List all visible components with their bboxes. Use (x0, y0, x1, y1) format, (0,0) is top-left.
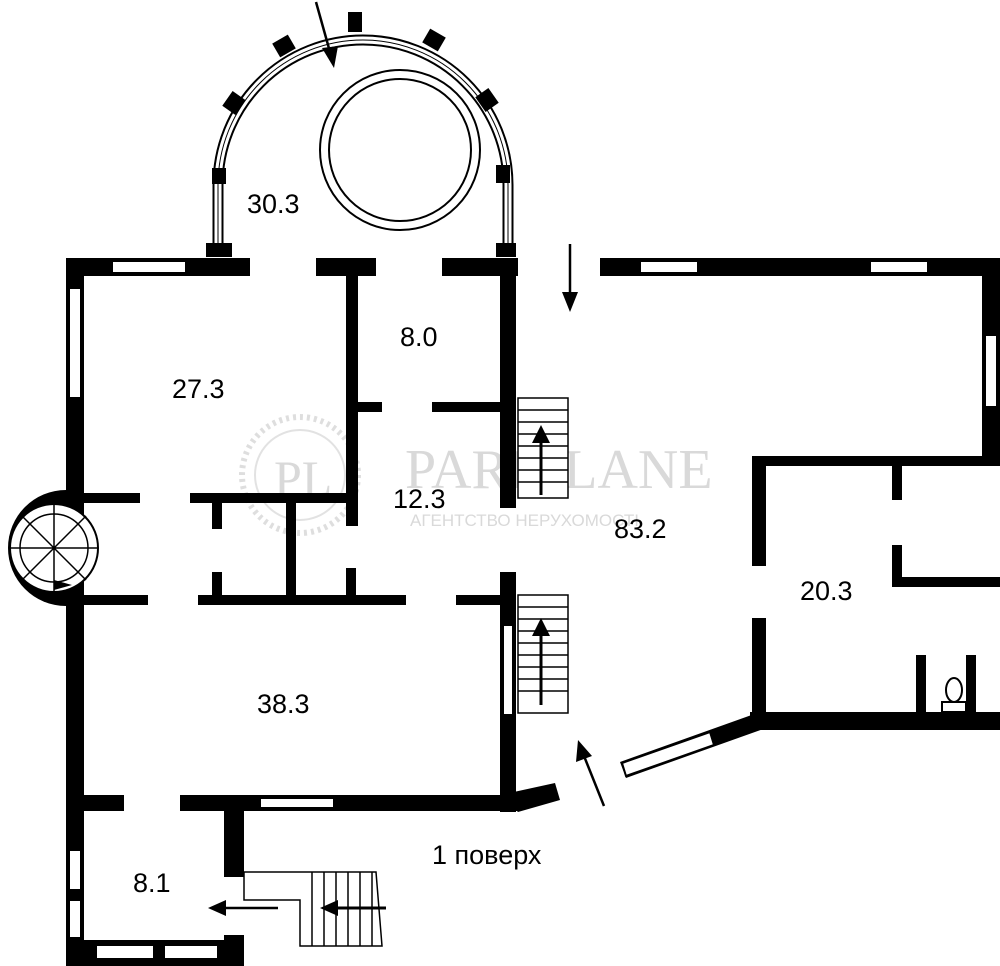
floor-label: 1 поверх (432, 840, 542, 870)
room-area-hall: 12.3 (393, 484, 446, 514)
entrance-arrow-icon (562, 292, 578, 312)
spiral-stair-icon (8, 490, 99, 606)
entrance-arrows (208, 1, 606, 916)
entrance-arrow-icon (576, 740, 592, 762)
staircase-porch (243, 871, 386, 947)
windows (68, 260, 998, 960)
stair-arrow-icon (532, 618, 550, 636)
toilet-icon (941, 677, 967, 713)
stair-arrow-icon (320, 900, 338, 916)
stair-arrow-icon (532, 425, 550, 443)
room-area-porch: 8.1 (133, 868, 171, 898)
room-area-living: 83.2 (614, 514, 667, 544)
room-area-room-b: 8.0 (400, 322, 438, 352)
staircase-lower (517, 594, 569, 714)
room-area-room-c: 20.3 (800, 576, 853, 606)
entrance-arrow-icon (322, 46, 338, 68)
room-area-room-a: 27.3 (172, 374, 225, 404)
interior-walls (66, 258, 1000, 812)
entrance-arrow-icon (208, 900, 226, 916)
room-area-terrace: 30.3 (247, 189, 300, 219)
terrace-arc (206, 12, 516, 257)
watermark-tagline: АГЕНТСТВО НЕРУХОМОСТІ (410, 511, 639, 530)
room-area-room-d: 38.3 (257, 689, 310, 719)
staircase-upper (517, 397, 569, 499)
